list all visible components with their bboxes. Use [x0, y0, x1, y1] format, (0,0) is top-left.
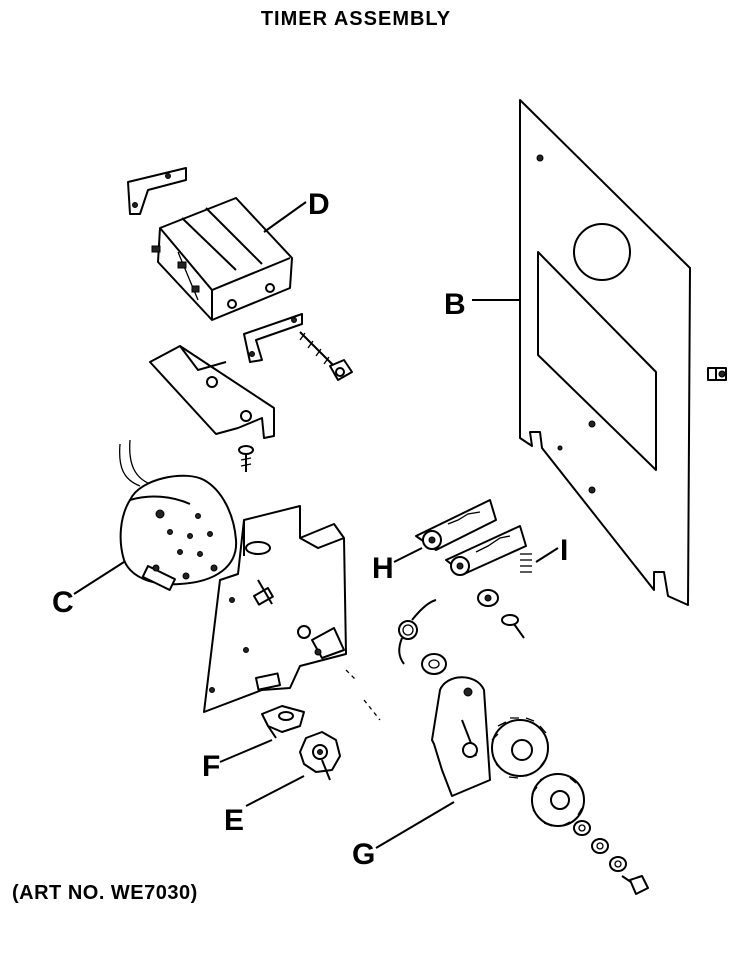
part-c-timer-motor — [118, 439, 238, 591]
label-c: C — [52, 586, 74, 619]
part-e-cam — [299, 731, 341, 781]
label-h: H — [372, 552, 394, 585]
part-h-spring — [398, 599, 437, 665]
part-d-switch-block — [127, 167, 303, 363]
mounting-bracket — [149, 345, 275, 439]
part-f-clip — [261, 705, 305, 739]
art-number: (ART NO. WE7030) — [12, 882, 198, 904]
ratchet-gear-2 — [531, 773, 585, 827]
washers — [573, 820, 627, 872]
label-i: I — [560, 534, 568, 567]
part-g-ratchet — [421, 653, 649, 895]
label-e: E — [224, 804, 244, 837]
timer-frame — [203, 505, 381, 721]
bracket-screw — [238, 445, 254, 472]
part-b-panel — [519, 99, 691, 606]
label-g: G — [352, 838, 375, 871]
lever-spring — [520, 553, 532, 573]
gear-screw — [621, 875, 649, 895]
label-b: B — [444, 288, 466, 321]
part-i-levers — [415, 499, 532, 639]
leader-lines — [73, 201, 559, 849]
label-f: F — [202, 750, 220, 783]
panel-screw — [707, 367, 727, 381]
d-screw — [299, 331, 353, 381]
ratchet-gear-1 — [491, 717, 549, 779]
label-d: D — [308, 188, 330, 221]
diagram-title: TIMER ASSEMBLY — [260, 8, 452, 30]
